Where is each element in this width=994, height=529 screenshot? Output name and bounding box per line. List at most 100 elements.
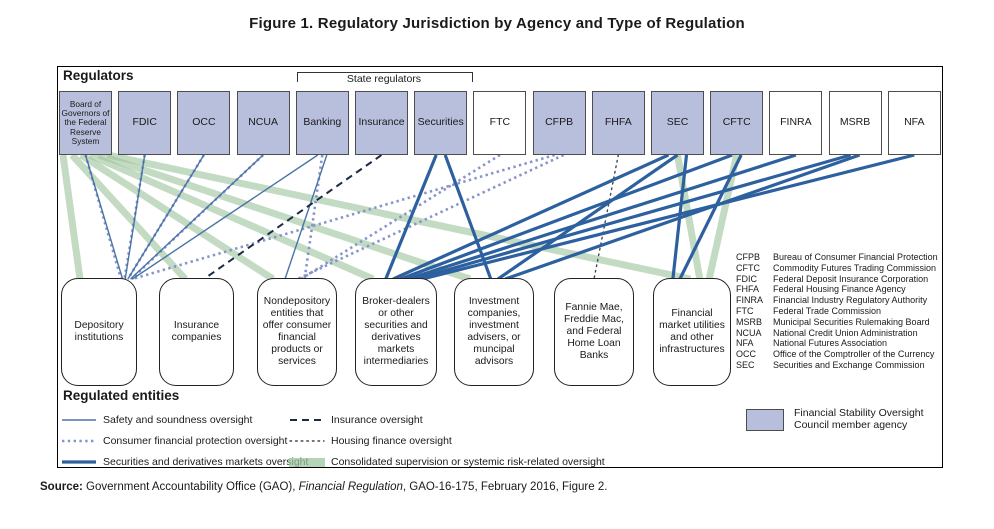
fsoc-member-label: Financial Stability Oversight Council me… bbox=[794, 407, 924, 432]
state-regulators-label: State regulators bbox=[346, 73, 422, 85]
edge-consumer-cfpb-dep bbox=[132, 153, 555, 281]
regulator-box-securities: Securities bbox=[414, 91, 468, 155]
entity-label-fannie: Fannie Mae, Freddie Mac, and Federal Hom… bbox=[563, 302, 625, 361]
regulator-label-ncua: NCUA bbox=[248, 116, 278, 129]
legend-label-securities: Securities and derivatives markets overs… bbox=[103, 456, 309, 468]
abbreviation-name: National Credit Union Administration bbox=[773, 327, 918, 338]
regulator-label-securities: Securities bbox=[417, 116, 464, 129]
regulator-label-occ: OCC bbox=[192, 116, 216, 129]
source-prefix: Source: bbox=[40, 481, 83, 493]
abbreviation-row-finra: FINRA Financial Industry Regulatory Autho… bbox=[736, 295, 938, 306]
abbreviation-name: Federal Housing Finance Agency bbox=[773, 284, 906, 295]
regulator-box-occ: OCC bbox=[177, 91, 231, 155]
entity-box-dep: Depository institutions bbox=[61, 278, 137, 386]
edge-safety-banking-dep bbox=[132, 154, 319, 280]
edge-securities-sec-inv bbox=[497, 153, 679, 281]
source-title-italic: Financial Regulation bbox=[298, 481, 403, 493]
source-text-2: , GAO-16-175, February 2016, Figure 2. bbox=[402, 481, 608, 493]
state-regulators-bracket bbox=[297, 72, 473, 82]
legend-label-consumer: Consumer financial protection oversight bbox=[103, 435, 288, 447]
regulator-label-insurance: Insurance bbox=[358, 116, 405, 129]
fsoc-member-label-line1: Financial Stability Oversight bbox=[794, 407, 924, 419]
edge-consolidated-fed-ins bbox=[69, 152, 188, 282]
edge-safety-fdic-dep bbox=[124, 154, 146, 280]
edge-consolidated-fed-nondep bbox=[79, 152, 275, 282]
edge-consumer-ftc-nondep bbox=[300, 153, 501, 281]
fsoc-member-label-line2: Council member agency bbox=[794, 419, 908, 432]
edge-securities-cftc-fmu bbox=[678, 154, 743, 280]
entity-box-ins: Insurance companies bbox=[159, 278, 234, 386]
edge-safety-occ-dep bbox=[127, 154, 205, 280]
regulators-section-label: Regulators bbox=[63, 68, 134, 83]
regulator-label-cfpb: CFPB bbox=[545, 116, 574, 129]
regulator-box-msrb: MSRB bbox=[828, 91, 882, 155]
regulator-label-nfa: NFA bbox=[904, 116, 925, 129]
legend-label-safety: Safety and soundness oversight bbox=[103, 414, 253, 426]
edge-insurance-insurance-ins bbox=[203, 154, 383, 280]
abbreviation-term: NCUA bbox=[736, 327, 762, 338]
edge-consumer-ncua-dep bbox=[130, 154, 264, 280]
abbreviation-term: FINRA bbox=[736, 295, 763, 306]
edge-securities-securities-broker bbox=[384, 154, 438, 280]
fsoc-member-swatch bbox=[746, 409, 784, 431]
regulator-box-banking: Banking bbox=[295, 91, 349, 155]
abbreviation-term: SEC bbox=[736, 359, 755, 370]
entity-label-broker: Broker-dealers or other securities and d… bbox=[362, 296, 430, 367]
regulator-box-sec: SEC bbox=[651, 91, 704, 155]
legend-label-insurance: Insurance oversight bbox=[331, 414, 423, 426]
regulator-label-ftc: FTC bbox=[489, 116, 511, 129]
abbreviation-term: FDIC bbox=[736, 273, 757, 284]
abbreviation-name: Federal Deposit Insurance Corporation bbox=[773, 273, 929, 284]
legend-item-consolidated: Consolidated supervision or systemic ris… bbox=[289, 455, 605, 469]
regulator-label-finra: FINRA bbox=[780, 116, 812, 129]
edge-securities-cftc-broker bbox=[399, 153, 733, 281]
abbreviation-name: Office of the Comptroller of the Currenc… bbox=[773, 349, 935, 360]
abbreviation-row-ncua: NCUA National Credit Union Administration bbox=[736, 328, 938, 339]
entity-box-fmu: Financial market utilities and other inf… bbox=[653, 278, 731, 386]
regulator-label-fdic: FDIC bbox=[132, 116, 157, 129]
abbreviation-term: CFTC bbox=[736, 262, 760, 273]
abbreviation-name: Securities and Exchange Commission bbox=[773, 359, 925, 370]
legend-swatch-insurance bbox=[290, 419, 324, 421]
edge-consumer-fed-dep bbox=[84, 154, 123, 280]
abbreviation-row-cftc: CFTC Commodity Futures Trading Commission bbox=[736, 263, 938, 274]
regulator-box-finra: FINRA bbox=[769, 91, 823, 155]
edge-housing-fhfa-fannie bbox=[593, 154, 619, 280]
regulator-label-fhfa: FHFA bbox=[604, 116, 632, 129]
abbreviations-list: CFPB Bureau of Consumer Financial Protect… bbox=[736, 252, 938, 371]
regulator-box-ncua: NCUA bbox=[236, 91, 290, 155]
legend-label-consolidated: Consolidated supervision or systemic ris… bbox=[331, 456, 605, 468]
regulator-box-nfa: NFA bbox=[887, 91, 941, 155]
abbreviation-name: Commodity Futures Trading Commission bbox=[773, 262, 937, 273]
entity-label-inv: Investment companies, investment adviser… bbox=[467, 296, 521, 367]
edge-consolidated-fed-inv bbox=[97, 151, 472, 283]
regulator-label-sec: SEC bbox=[666, 116, 689, 129]
regulator-box-cftc: CFTC bbox=[710, 91, 764, 155]
abbreviation-name: Bureau of Consumer Financial Protection bbox=[773, 252, 938, 262]
legend-swatch-consumer bbox=[62, 439, 96, 443]
abbreviation-row-sec: SEC Securities and Exchange Commission bbox=[736, 360, 938, 371]
abbreviation-name: Municipal Securities Rulemaking Board bbox=[773, 316, 930, 327]
abbreviation-term: OCC bbox=[736, 349, 756, 360]
legend-swatch-consolidated bbox=[289, 458, 325, 467]
edge-consumer-occ-dep bbox=[126, 154, 206, 280]
abbreviation-name: Federal Trade Commission bbox=[773, 305, 882, 316]
legend-item-insurance: Insurance oversight bbox=[289, 413, 423, 427]
legend-item-securities: Securities and derivatives markets overs… bbox=[61, 455, 308, 469]
abbreviation-term: CFPB bbox=[736, 252, 761, 262]
regulator-box-cfpb: CFPB bbox=[532, 91, 586, 155]
legend-item-consumer: Consumer financial protection oversight bbox=[61, 434, 287, 448]
edge-securities-securities-inv bbox=[443, 154, 493, 280]
source-text-1: Government Accountability Office (GAO), bbox=[82, 481, 299, 493]
legend-swatch-housing bbox=[289, 440, 325, 442]
edge-consolidated-sec-fmu bbox=[674, 154, 704, 280]
figure-canvas: Regulators State regulators Board of Gov… bbox=[57, 66, 943, 468]
edge-consumer-cfpb-nondep bbox=[296, 153, 565, 281]
regulator-box-ftc: FTC bbox=[473, 91, 527, 155]
abbreviation-name: Financial Industry Regulatory Authority bbox=[773, 295, 928, 306]
legend-label-housing: Housing finance oversight bbox=[331, 435, 452, 447]
